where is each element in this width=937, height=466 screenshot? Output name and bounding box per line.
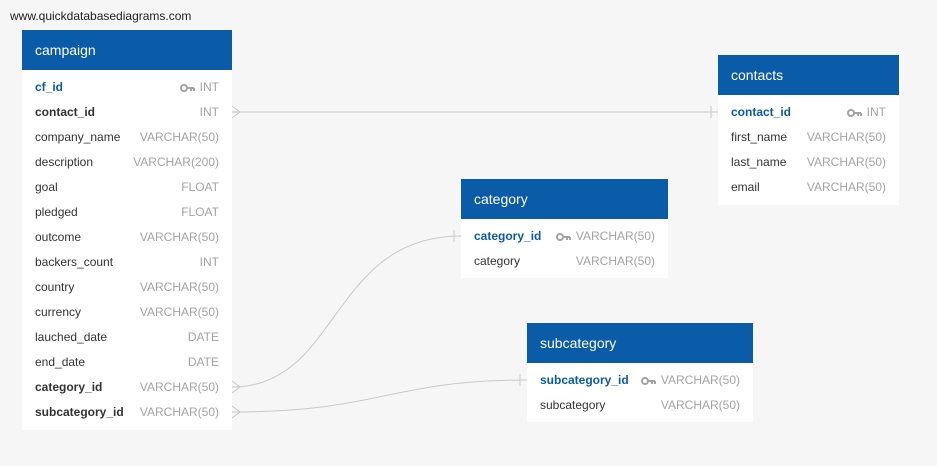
column-name: pledged <box>35 205 78 219</box>
table-contacts[interactable]: contacts contact_id INT first_name VARCH… <box>718 55 899 205</box>
column-name: subcategory_id <box>540 373 629 387</box>
column-end-date[interactable]: end_date DATE <box>22 350 232 375</box>
table-subcategory[interactable]: subcategory subcategory_id VARCHAR(50) s… <box>527 323 753 422</box>
column-subcategory-id[interactable]: subcategory_id VARCHAR(50) <box>22 400 232 425</box>
column-type: VARCHAR(50) <box>139 380 219 394</box>
column-type: VARCHAR(50) <box>640 373 740 388</box>
key-icon <box>555 230 571 244</box>
table-header: campaign <box>22 30 232 70</box>
column-type: FLOAT <box>181 205 219 219</box>
column-type: VARCHAR(50) <box>139 130 219 144</box>
link-subcategory-id <box>231 374 528 419</box>
column-currency[interactable]: currency VARCHAR(50) <box>22 300 232 325</box>
column-type: VARCHAR(50) <box>139 280 219 294</box>
column-name: goal <box>35 180 58 194</box>
table-header: category <box>461 179 668 219</box>
link-contact-id <box>231 105 718 119</box>
column-pledged[interactable]: pledged FLOAT <box>22 200 232 225</box>
column-name: backers_count <box>35 255 114 269</box>
column-type: VARCHAR(50) <box>139 405 219 419</box>
column-lauched-date[interactable]: lauched_date DATE <box>22 325 232 350</box>
column-description[interactable]: description VARCHAR(200) <box>22 150 232 175</box>
watermark: www.quickdatabasediagrams.com <box>10 9 192 23</box>
key-icon <box>846 106 862 120</box>
column-name: contact_id <box>731 105 792 119</box>
column-type: VARCHAR(50) <box>806 180 886 194</box>
column-subcategory[interactable]: subcategory VARCHAR(50) <box>527 393 753 418</box>
column-cf-id[interactable]: cf_id INT <box>22 75 232 100</box>
column-name: category_id <box>35 380 103 394</box>
column-backers-count[interactable]: backers_count INT <box>22 250 232 275</box>
column-name: contact_id <box>35 105 96 119</box>
column-type: VARCHAR(50) <box>555 229 655 244</box>
column-type: INT <box>846 105 886 120</box>
column-first-name[interactable]: first_name VARCHAR(50) <box>718 125 899 150</box>
column-email[interactable]: email VARCHAR(50) <box>718 175 899 200</box>
column-type: VARCHAR(50) <box>806 130 886 144</box>
column-name: lauched_date <box>35 330 108 344</box>
column-type: VARCHAR(50) <box>660 398 740 412</box>
column-type: INT <box>179 80 219 95</box>
column-type: FLOAT <box>181 180 219 194</box>
key-icon <box>179 81 195 95</box>
column-name: company_name <box>35 130 121 144</box>
column-category-id[interactable]: category_id VARCHAR(50) <box>461 224 668 249</box>
column-last-name[interactable]: last_name VARCHAR(50) <box>718 150 899 175</box>
column-type: VARCHAR(50) <box>806 155 886 169</box>
column-name: last_name <box>731 155 787 169</box>
column-name: first_name <box>731 130 788 144</box>
column-name: category <box>474 254 521 268</box>
column-name: email <box>731 180 760 194</box>
column-category-id[interactable]: category_id VARCHAR(50) <box>22 375 232 400</box>
column-type: VARCHAR(50) <box>139 230 219 244</box>
link-category-id <box>231 230 462 394</box>
table-header: contacts <box>718 55 899 95</box>
column-outcome[interactable]: outcome VARCHAR(50) <box>22 225 232 250</box>
column-type: INT <box>199 105 219 119</box>
table-category[interactable]: category category_id VARCHAR(50) categor… <box>461 179 668 278</box>
column-name: category_id <box>474 229 542 243</box>
column-name: end_date <box>35 355 86 369</box>
column-name: subcategory_id <box>35 405 124 419</box>
column-type: VARCHAR(50) <box>575 254 655 268</box>
column-name: country <box>35 280 75 294</box>
key-icon <box>640 374 656 388</box>
column-type: DATE <box>187 355 219 369</box>
column-type: VARCHAR(200) <box>133 155 219 169</box>
column-type: VARCHAR(50) <box>139 305 219 319</box>
column-name: cf_id <box>35 80 64 94</box>
column-type: INT <box>199 255 219 269</box>
column-contact-id[interactable]: contact_id INT <box>718 100 899 125</box>
table-campaign[interactable]: campaign cf_id INT contact_id INT compan… <box>22 30 232 430</box>
column-name: description <box>35 155 94 169</box>
column-goal[interactable]: goal FLOAT <box>22 175 232 200</box>
column-name: subcategory <box>540 398 606 412</box>
column-category[interactable]: category VARCHAR(50) <box>461 249 668 274</box>
column-type: DATE <box>187 330 219 344</box>
column-name: outcome <box>35 230 82 244</box>
column-company-name[interactable]: company_name VARCHAR(50) <box>22 125 232 150</box>
column-country[interactable]: country VARCHAR(50) <box>22 275 232 300</box>
table-header: subcategory <box>527 323 753 363</box>
column-contact-id[interactable]: contact_id INT <box>22 100 232 125</box>
column-name: currency <box>35 305 82 319</box>
column-subcategory-id[interactable]: subcategory_id VARCHAR(50) <box>527 368 753 393</box>
